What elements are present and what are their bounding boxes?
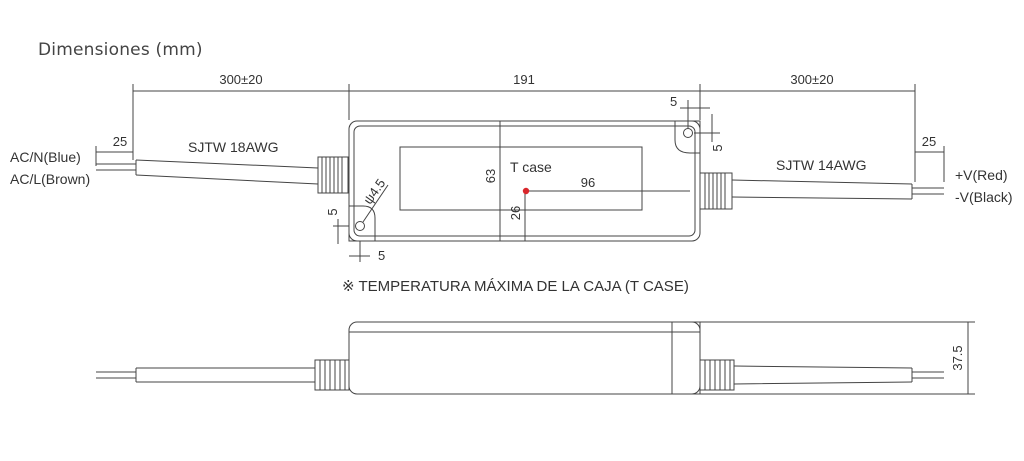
mount-hole-right — [683, 128, 693, 138]
mount-tab-top-right — [674, 120, 701, 154]
top-view: 300±20 191 300±20 25 25 SJTW 18AWG AC/N(… — [10, 72, 1013, 263]
dim-tcase-x: 96 — [581, 175, 595, 190]
side-left-cable — [136, 367, 315, 383]
dim-hole-bottom-h: 5 — [378, 248, 385, 263]
right-wire-label-1: +V(Red) — [955, 167, 1008, 183]
dim-left-cable: 300±20 — [219, 72, 262, 87]
mount-hole-left — [355, 221, 365, 231]
tcase-note: ※ TEMPERATURA MÁXIMA DE LA CAJA (T CASE) — [342, 278, 689, 295]
right-wire-label-2: -V(Black) — [955, 189, 1013, 205]
mount-tab-bottom-left — [348, 205, 376, 242]
dim-right-strip: 25 — [922, 134, 936, 149]
hole-leader — [362, 184, 389, 223]
side-left-grommet — [314, 359, 350, 391]
dim-body-width: 63 — [483, 169, 498, 183]
dim-body-length: 191 — [513, 72, 535, 87]
right-grommet — [699, 172, 733, 210]
dim-hole-bottom-v: 5 — [325, 208, 340, 215]
dim-right-cable: 300±20 — [790, 72, 833, 87]
dim-left-strip: 25 — [113, 134, 127, 149]
tcase-label: T case — [510, 159, 552, 175]
left-strain-relief — [317, 156, 349, 194]
left-wire-label-1: AC/N(Blue) — [10, 149, 81, 165]
dim-side-height: 37.5 — [950, 345, 965, 370]
side-view: 37.5 — [96, 321, 975, 395]
left-cable-label: SJTW 18AWG — [188, 139, 279, 155]
right-strain-relief — [699, 172, 733, 210]
side-body-outline — [348, 321, 701, 395]
dim-hole-top-v: 5 — [710, 144, 725, 151]
left-grommet — [317, 156, 349, 194]
right-cable-label: SJTW 14AWG — [776, 157, 867, 173]
side-right-grommet — [699, 359, 735, 391]
tcase-point — [522, 187, 530, 195]
label-area — [399, 146, 643, 211]
right-cable — [731, 179, 913, 200]
dim-tcase-y: 26 — [508, 206, 523, 220]
side-tab — [671, 321, 701, 395]
psu-body-top: T case 96 26 63 ψ4.5 — [348, 120, 701, 242]
dim-hole-top-h: 5 — [670, 94, 677, 109]
side-right-cable — [733, 365, 913, 385]
page-title: Dimensiones (mm) — [38, 40, 203, 60]
left-wire-label-2: AC/L(Brown) — [10, 171, 90, 187]
left-cable — [135, 159, 319, 185]
